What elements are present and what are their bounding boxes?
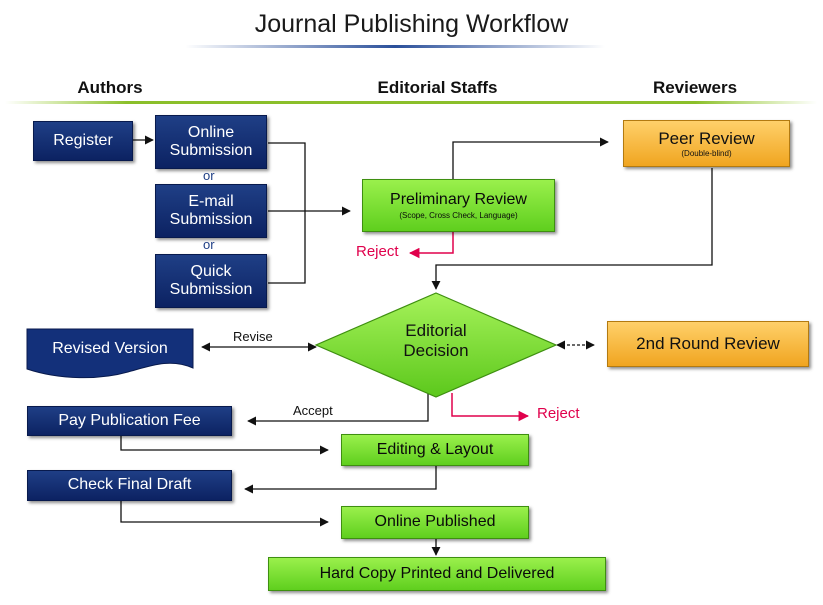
edge-accept [247,393,429,426]
node-quick-submission: Quick Submission [155,254,267,308]
node-online-published-label: Online Published [374,513,496,531]
node-revised-version: Revised Version [27,331,193,367]
accept-label: Accept [293,403,333,418]
title-underline [185,45,605,48]
node-online-label-2: Submission [169,142,253,159]
node-revised-label: Revised Version [52,339,168,357]
reject-label-2: Reject [537,405,580,422]
edge-reject-prelim [408,231,454,259]
revised-version-shape [26,328,194,379]
edge-check-published [120,501,329,527]
node-hard-copy: Hard Copy Printed and Delivered [268,557,606,591]
node-decision-label-1: Editorial [405,321,467,340]
node-email-submission: E-mail Submission [155,184,267,238]
edge-pay-editing [120,436,329,455]
node-check-final-draft: Check Final Draft [27,470,232,501]
reject-label-1: Reject [356,243,399,260]
node-decision-label-2: Decision [403,341,469,361]
node-pay-fee: Pay Publication Fee [27,406,232,436]
node-email-label-1: E-mail [188,192,234,210]
node-email-label-2: Submission [169,211,253,228]
revise-label: Revise [233,329,273,344]
node-peer-review: Peer Review (Double-blind) [623,120,790,167]
edge-online-merge [268,142,306,211]
node-peer-sub: (Double-blind) [681,149,732,159]
node-editing-layout: Editing & Layout [341,434,529,466]
column-reviewers: Reviewers [652,78,738,97]
header-divider [5,101,817,104]
node-check-final-label: Check Final Draft [67,476,192,494]
node-online-label-1: Online [187,123,235,141]
node-register-label: Register [53,131,113,149]
editorial-decision-diamond [314,292,558,398]
column-editorial: Editorial Staffs [377,78,498,97]
node-quick-label-1: Quick [190,262,232,280]
edge-prelim-peer [452,137,609,180]
node-register: Register [33,121,133,161]
column-authors: Authors [77,78,143,97]
node-editorial-decision: Editorial Decision [366,321,506,362]
node-online-submission: Online Submission [155,115,267,169]
edge-quick-merge [268,211,306,284]
node-peer-label: Peer Review [658,128,755,148]
node-preliminary-label: Preliminary Review [390,191,527,209]
node-preliminary-review: Preliminary Review (Scope, Cross Check, … [362,179,555,232]
node-online-published: Online Published [341,506,529,539]
node-second-round-label: 2nd Round Review [636,334,780,354]
page-title: Journal Publishing Workflow [254,10,569,38]
edge-reject-decision [451,393,530,422]
node-editing-label: Editing & Layout [376,440,494,458]
node-quick-label-2: Submission [169,281,253,298]
or-label-1: or [203,168,215,183]
node-pay-fee-label: Pay Publication Fee [58,411,201,429]
edge-editing-check [244,466,437,494]
node-preliminary-sub: (Scope, Cross Check, Language) [399,210,518,220]
edge-peer-decision [431,168,713,290]
or-label-2: or [203,237,215,252]
node-hard-copy-label: Hard Copy Printed and Delivered [319,564,555,582]
node-second-round-review: 2nd Round Review [607,321,809,367]
